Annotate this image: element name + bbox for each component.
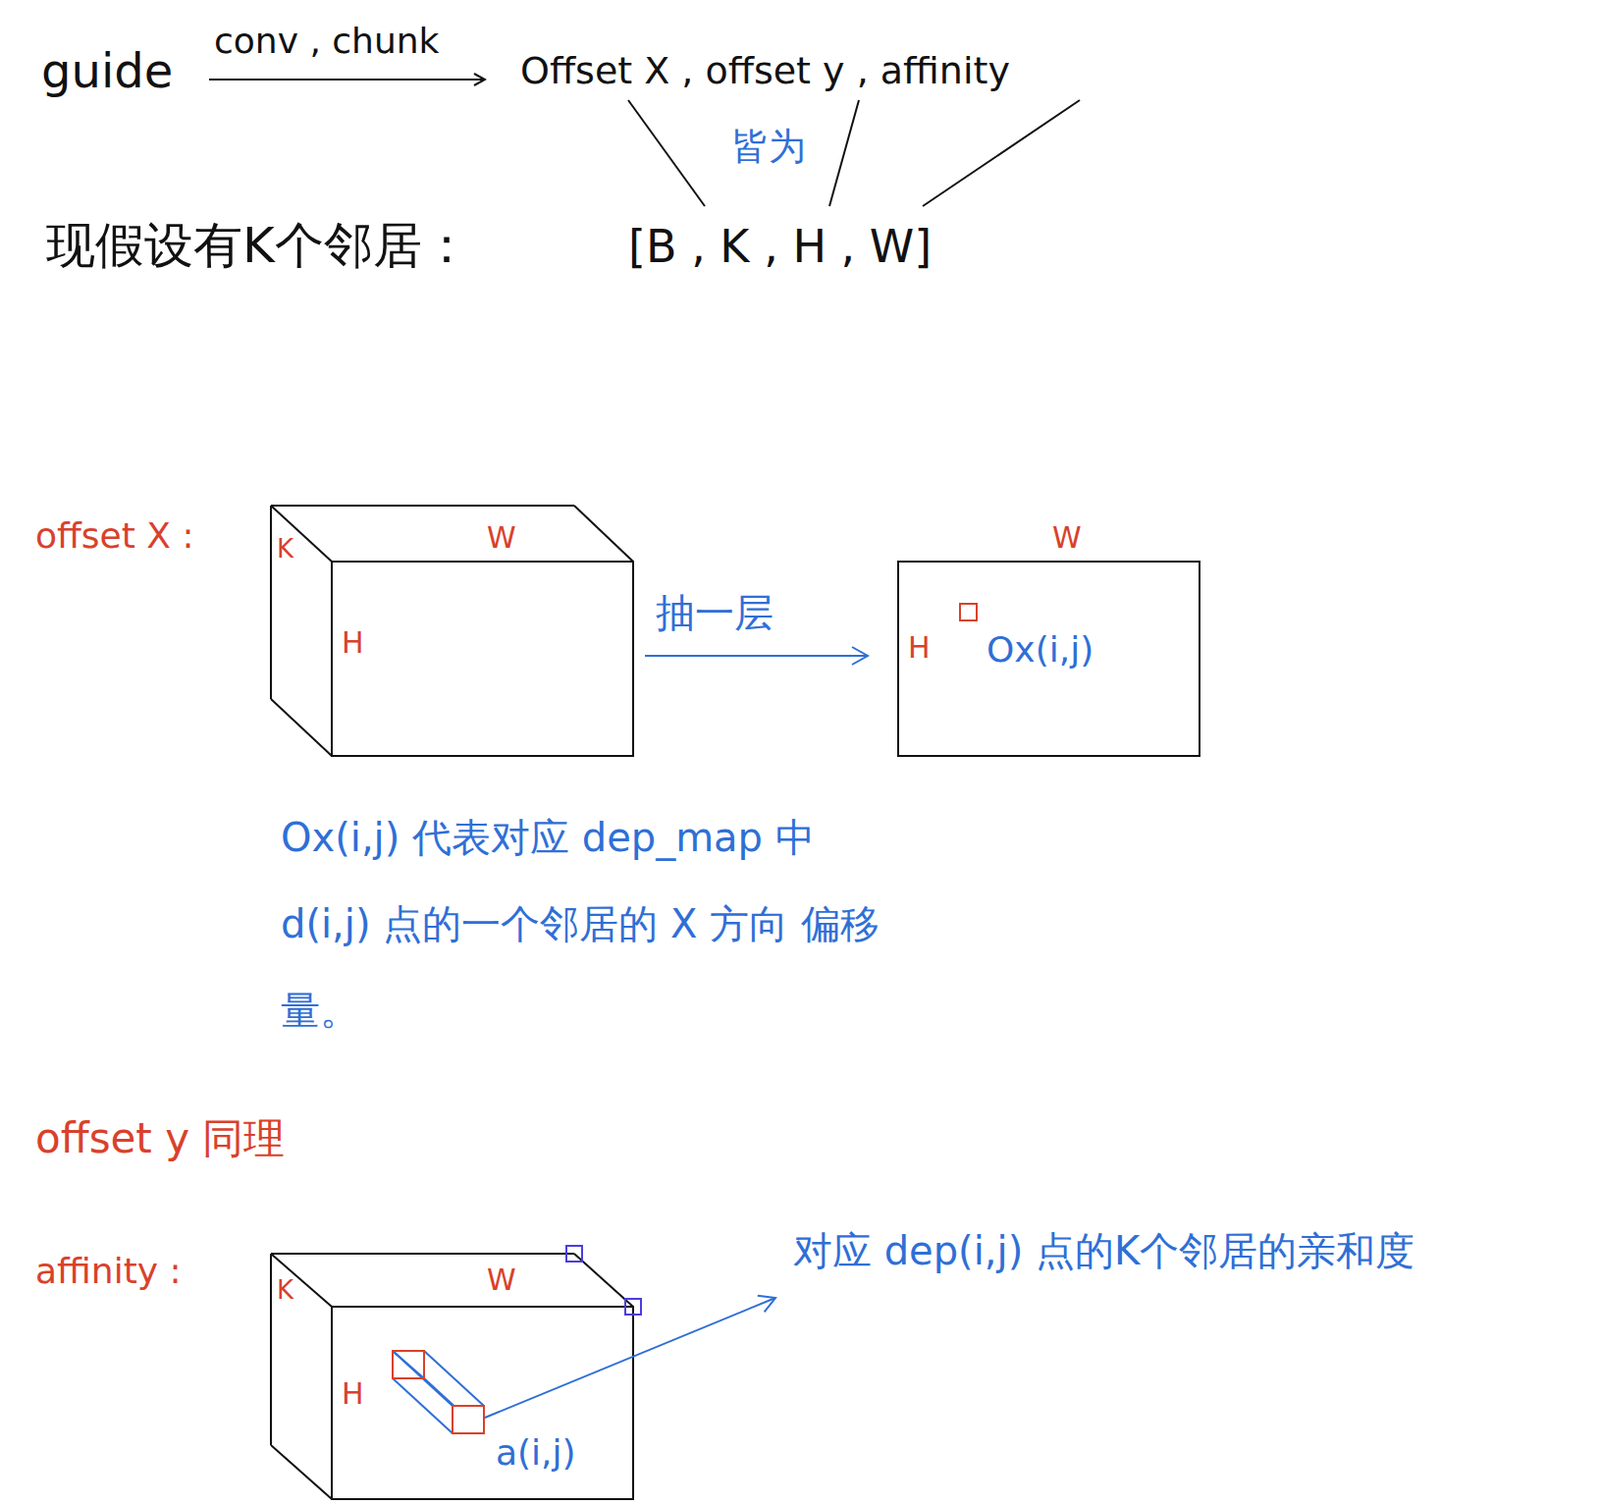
section-title: offset X : xyxy=(35,514,195,557)
pixel-cell xyxy=(452,1405,484,1434)
cell-label: Ox(i,j) xyxy=(986,628,1094,671)
leader-line xyxy=(628,100,705,207)
output-names: Offset X , offset y , affinity xyxy=(520,49,1011,95)
axis-label: W xyxy=(1052,520,1082,556)
conv-arrow xyxy=(209,78,485,81)
callout-note: 对应 dep(i,j) 点的K个邻居的亲和度 xyxy=(793,1226,1415,1275)
section-title: offset y 同理 xyxy=(35,1114,285,1164)
affinity-column xyxy=(392,1350,484,1434)
shape-label: [B , K , H , W] xyxy=(628,219,932,274)
note: 皆为 xyxy=(731,124,806,170)
axis-label: K xyxy=(276,533,294,565)
leader-line xyxy=(922,100,1080,207)
cell-label: a(i,j) xyxy=(495,1431,577,1474)
pixel-cell xyxy=(960,603,977,621)
axis-label: H xyxy=(341,1376,365,1412)
tensor-box xyxy=(270,1253,634,1499)
slice-arrow xyxy=(644,654,868,657)
corner-mark xyxy=(566,1245,583,1262)
corner-mark xyxy=(625,1298,641,1315)
explanation: Ox(i,j) 代表对应 dep_map 中 d(i,j) 点的一个邻居的 X … xyxy=(280,794,909,1054)
leader-line xyxy=(829,100,859,207)
axis-label: W xyxy=(486,520,517,556)
tensor-box xyxy=(270,505,634,756)
slice-plane xyxy=(898,561,1200,756)
axis-label: H xyxy=(907,630,931,666)
axis-label: K xyxy=(276,1275,294,1306)
note: 现假设有K个邻居： xyxy=(46,215,472,275)
callout-arrow xyxy=(484,1297,776,1418)
axis-label: H xyxy=(341,625,365,661)
input-name: guide xyxy=(41,43,173,101)
axis-label: W xyxy=(486,1262,517,1298)
arrow-label: conv , chunk xyxy=(213,19,439,62)
section-title: affinity : xyxy=(35,1249,182,1292)
pixel-cell xyxy=(392,1350,425,1379)
arrow-label: 抽一层 xyxy=(655,588,774,637)
